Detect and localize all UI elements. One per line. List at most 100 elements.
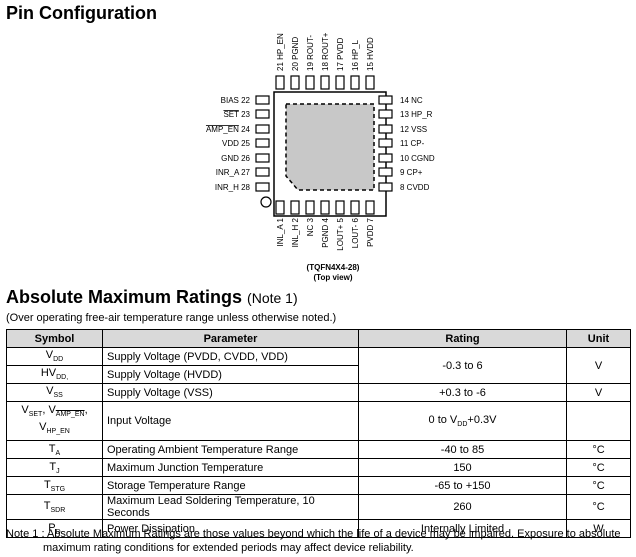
table-row: VSET, VAMP_EN, VHP_EN Input Voltage 0 to… xyxy=(6,400,631,442)
header-parameter: Parameter xyxy=(102,329,359,348)
symbol-cell: PD xyxy=(6,519,103,539)
pin-label-right: 12 VSS xyxy=(400,125,427,134)
pin-pad-left xyxy=(255,95,270,105)
pin-pad-bottom xyxy=(350,200,360,215)
pin-label-left: INR_H 28 xyxy=(215,183,251,192)
parameter-cell: Input Voltage xyxy=(102,400,359,442)
pin-pad-top xyxy=(290,75,300,90)
pin-diagram: 21 HP_EN 20 PGND 19 ROUT- 18 ROUT+ 17 PVDD 16… xyxy=(206,32,435,282)
pin-pad-bottom xyxy=(275,200,285,215)
pin-pad-bottom xyxy=(335,200,345,215)
unit-cell: W xyxy=(566,519,631,539)
unit-cell: °C xyxy=(566,494,631,521)
pin-label-left: AMP_EN 24 xyxy=(206,125,251,134)
pin-label-right: 13 HP_R xyxy=(400,110,433,119)
package-view: (Top view) xyxy=(314,273,353,282)
symbol-main: V xyxy=(21,404,29,416)
pin-pad-right xyxy=(378,124,393,134)
unit-cell: V xyxy=(566,347,631,384)
unit-cell: °C xyxy=(566,440,631,460)
symbol-cell: TJ xyxy=(6,458,103,478)
ratings-table: Symbol Parameter Rating Unit VDD Supply … xyxy=(6,329,631,539)
pin-label-top: 19 ROUT- xyxy=(306,35,315,71)
symbol-main: P xyxy=(48,521,56,534)
table-header-row: Symbol Parameter Rating Unit xyxy=(6,329,631,348)
pin-pad-top xyxy=(365,75,375,90)
table-row: TSDR Maximum Lead Soldering Temperature,… xyxy=(6,494,631,521)
pin-pad-left xyxy=(255,153,270,163)
pin-pad-bottom xyxy=(290,200,300,215)
symbol-main: T xyxy=(48,442,56,455)
pin-pad-bottom xyxy=(320,200,330,215)
pin-pad-right xyxy=(378,153,393,163)
pin-pad-left xyxy=(255,138,270,148)
parameter-cell: Maximum Lead Soldering Temperature, 10 S… xyxy=(102,494,359,521)
rating-cell: +0.3 to -6 xyxy=(358,383,567,402)
pin-pad-right xyxy=(378,138,393,148)
pin-pad-left xyxy=(255,109,270,119)
parameter-cell: Storage Temperature Range xyxy=(102,476,359,496)
rating-cell: -0.3 to 6 xyxy=(358,347,567,384)
pin-label-bottom: PGND 4 xyxy=(321,217,330,247)
symbol-sub: A xyxy=(55,449,61,457)
table-row: VSS Supply Voltage (VSS) +0.3 to -6 V xyxy=(6,383,631,402)
pin1-marker xyxy=(260,196,272,208)
pin-label-right: 10 CGND xyxy=(400,154,435,163)
pin-label-top: 20 PGND xyxy=(291,37,300,71)
ratings-title-note: (Note 1) xyxy=(247,290,298,306)
parameter-cell: Power Dissipation xyxy=(102,519,359,539)
pin-pad-right xyxy=(378,167,393,177)
symbol-main: T xyxy=(43,478,51,491)
rating-suffix: +0.3V xyxy=(467,414,497,427)
unit-cell: °C xyxy=(566,476,631,496)
pin-label-left: SET 23 xyxy=(223,110,250,119)
symbol-cell: TSDR xyxy=(6,494,103,521)
unit-cell xyxy=(566,400,631,442)
pin-pad-bottom xyxy=(305,200,315,215)
parameter-cell: Supply Voltage (PVDD, CVDD, VDD) xyxy=(102,347,359,366)
parameter-cell: Supply Voltage (VSS) xyxy=(102,383,359,402)
symbol-cell: VSS xyxy=(6,383,103,402)
ratings-title: Absolute Maximum Ratings xyxy=(6,287,243,307)
symbol-cell: HVDD, xyxy=(6,365,103,384)
symbol-main: V xyxy=(46,385,54,398)
pin-label-top: 18 ROUT+ xyxy=(321,32,330,71)
pin-label-top: 15 HVDD xyxy=(366,37,375,71)
pin-pad-left xyxy=(255,182,270,192)
pin-label-bottom: PVDD 7 xyxy=(366,217,375,246)
rating-cell: 260 xyxy=(358,494,567,521)
pin-pad-top xyxy=(320,75,330,90)
symbol-main: HV xyxy=(40,367,57,380)
parameter-cell: Maximum Junction Temperature xyxy=(102,458,359,478)
exposed-pad xyxy=(285,103,375,191)
pin-pad-top xyxy=(350,75,360,90)
symbol-sub: SS xyxy=(53,392,63,400)
pin-label-top: 17 PVDD xyxy=(336,37,345,71)
header-unit: Unit xyxy=(566,329,631,348)
symbol-sub: AMP_EN xyxy=(55,411,85,419)
ratings-subtitle: (Over operating free-air temperature ran… xyxy=(6,312,337,324)
pin-label-right: 8 CVDD xyxy=(400,183,430,192)
pin-pad-top xyxy=(305,75,315,90)
pin-label-top: 21 HP_EN xyxy=(276,33,285,71)
pin-pad-bottom xyxy=(365,200,375,215)
footnote: Note 1 : Absolute Maximum Ratings are th… xyxy=(6,527,634,555)
table-row: TA Operating Ambient Temperature Range -… xyxy=(6,440,631,460)
pin-label-right: 14 NC xyxy=(400,96,423,105)
unit-cell: V xyxy=(566,383,631,402)
pin-pad-top xyxy=(335,75,345,90)
header-symbol: Symbol xyxy=(6,329,103,348)
symbol-sub: STG xyxy=(50,485,66,493)
symbol-sub: DD xyxy=(53,356,64,364)
pin-label-bottom: INL_H 2 xyxy=(291,217,300,247)
rating-sub: DD xyxy=(457,421,468,429)
rating-cell: -40 to 85 xyxy=(358,440,567,460)
symbol-cell: TA xyxy=(6,440,103,460)
symbol-cell: TSTG xyxy=(6,476,103,496)
parameter-cell: Supply Voltage (HVDD) xyxy=(102,365,359,384)
pin-label-top: 16 HP_L xyxy=(351,39,360,71)
rating-cell: -65 to +150 xyxy=(358,476,567,496)
pin-label-left: INR_A 27 xyxy=(216,168,251,177)
symbol-cell: VDD xyxy=(6,347,103,366)
pin-label-bottom: LOUT+ 5 xyxy=(336,217,345,250)
